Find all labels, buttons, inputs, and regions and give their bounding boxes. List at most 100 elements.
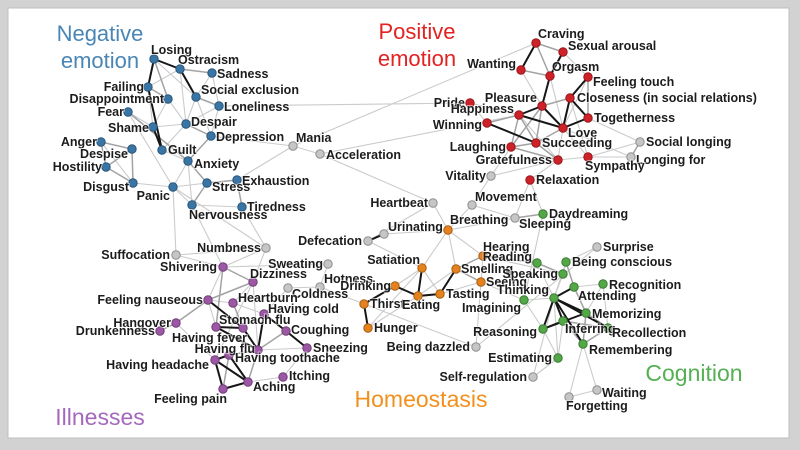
node-having-headache[interactable] [210, 355, 220, 365]
node-closeness-in-social-relations[interactable] [565, 93, 575, 103]
node-recollection[interactable] [603, 323, 613, 333]
node-shivering[interactable] [218, 262, 228, 272]
node-succeeding[interactable] [531, 138, 541, 148]
node-breathing[interactable] [443, 225, 453, 235]
node-feeling-nauseous[interactable] [203, 295, 213, 305]
node-inferring[interactable] [558, 316, 568, 326]
node-feeling-touch[interactable] [583, 72, 593, 82]
node-having-cold[interactable] [259, 309, 269, 319]
node-depression[interactable] [206, 131, 216, 141]
node-sleeping[interactable] [510, 213, 520, 223]
node-heartbeat[interactable] [428, 198, 438, 208]
node-speaking[interactable] [558, 269, 568, 279]
node-mania[interactable] [288, 141, 298, 151]
node-suffocation[interactable] [171, 250, 181, 260]
node-stomach-flu[interactable] [238, 323, 248, 333]
node-fear[interactable] [123, 107, 133, 117]
node-feeling-pain[interactable] [218, 384, 228, 394]
node-ostracism[interactable] [175, 64, 185, 74]
node-vitality[interactable] [486, 171, 496, 181]
node-despair[interactable] [181, 119, 191, 129]
node-waiting[interactable] [592, 385, 602, 395]
node-reading[interactable] [532, 258, 542, 268]
node-relaxation[interactable] [525, 175, 535, 185]
node-coughing[interactable] [281, 326, 291, 336]
node-memorizing[interactable] [581, 308, 591, 318]
node-sympathy[interactable] [583, 152, 593, 162]
node-attending[interactable] [569, 282, 579, 292]
node-losing[interactable] [149, 54, 159, 64]
node-forgetting[interactable] [564, 392, 574, 402]
node-hostility[interactable] [101, 162, 111, 172]
node-heartburn[interactable] [228, 298, 238, 308]
node-self-regulation[interactable] [528, 372, 538, 382]
node-reasoning[interactable] [538, 324, 548, 334]
node-social-exclusion[interactable] [191, 92, 201, 102]
node-sadness[interactable] [207, 68, 217, 78]
node-exhaustion[interactable] [232, 175, 242, 185]
node-dizziness[interactable] [248, 277, 258, 287]
node-tiredness[interactable] [237, 202, 247, 212]
node-coldness[interactable] [283, 283, 293, 293]
node-aching[interactable] [243, 377, 253, 387]
node-eating[interactable] [413, 291, 423, 301]
node-satiation[interactable] [417, 263, 427, 273]
node-orgasm[interactable] [545, 71, 555, 81]
node-defecation[interactable] [363, 236, 373, 246]
node-movement[interactable] [467, 200, 477, 210]
node-smelling[interactable] [451, 264, 461, 274]
node-stress[interactable] [202, 178, 212, 188]
node-social-longing[interactable] [635, 137, 645, 147]
node-anger[interactable] [96, 137, 106, 147]
node-drunkenness[interactable] [155, 326, 165, 336]
node-despise[interactable] [127, 144, 137, 154]
node-surprise[interactable] [592, 242, 602, 252]
node-having-fever[interactable] [211, 322, 221, 332]
node-love[interactable] [558, 123, 568, 133]
node-longing-for[interactable] [626, 152, 636, 162]
node-hunger[interactable] [363, 323, 373, 333]
node-craving[interactable] [531, 38, 541, 48]
node-thinking[interactable] [549, 293, 559, 303]
node-seeing[interactable] [476, 277, 486, 287]
node-failing[interactable] [143, 82, 153, 92]
node-being-dazzled[interactable] [471, 342, 481, 352]
node-imagining[interactable] [519, 295, 529, 305]
node-itching[interactable] [278, 372, 288, 382]
node-hangover[interactable] [171, 318, 181, 328]
node-pleasure[interactable] [537, 101, 547, 111]
node-pride[interactable] [465, 98, 475, 108]
node-guilt[interactable] [157, 145, 167, 155]
node-sweating[interactable] [323, 259, 333, 269]
node-urinating[interactable] [379, 229, 389, 239]
node-tasting[interactable] [435, 289, 445, 299]
node-winning[interactable] [482, 118, 492, 128]
node-numbness[interactable] [261, 243, 271, 253]
node-togetherness[interactable] [583, 113, 593, 123]
node-gratefulness[interactable] [553, 155, 563, 165]
node-hotness[interactable] [315, 282, 325, 292]
node-laughing[interactable] [506, 142, 516, 152]
node-anxiety[interactable] [183, 156, 193, 166]
node-acceleration[interactable] [315, 149, 325, 159]
node-shame[interactable] [148, 122, 158, 132]
node-drinking[interactable] [390, 281, 400, 291]
node-disgust[interactable] [128, 178, 138, 188]
node-nervousness[interactable] [187, 200, 197, 210]
node-wanting[interactable] [516, 65, 526, 75]
node-having-flu[interactable] [253, 345, 263, 355]
node-remembering[interactable] [578, 339, 588, 349]
node-estimating[interactable] [553, 353, 563, 363]
node-having-toothache[interactable] [224, 350, 234, 360]
node-hearing[interactable] [478, 251, 488, 261]
node-being-conscious[interactable] [561, 257, 571, 267]
node-sneezing[interactable] [302, 343, 312, 353]
node-happiness[interactable] [514, 110, 524, 120]
node-disappointment[interactable] [163, 94, 173, 104]
node-panic[interactable] [168, 182, 178, 192]
node-thirst[interactable] [359, 299, 369, 309]
node-sexual-arousal[interactable] [558, 47, 568, 57]
node-recognition[interactable] [598, 279, 608, 289]
node-daydreaming[interactable] [538, 209, 548, 219]
node-loneliness[interactable] [214, 101, 224, 111]
